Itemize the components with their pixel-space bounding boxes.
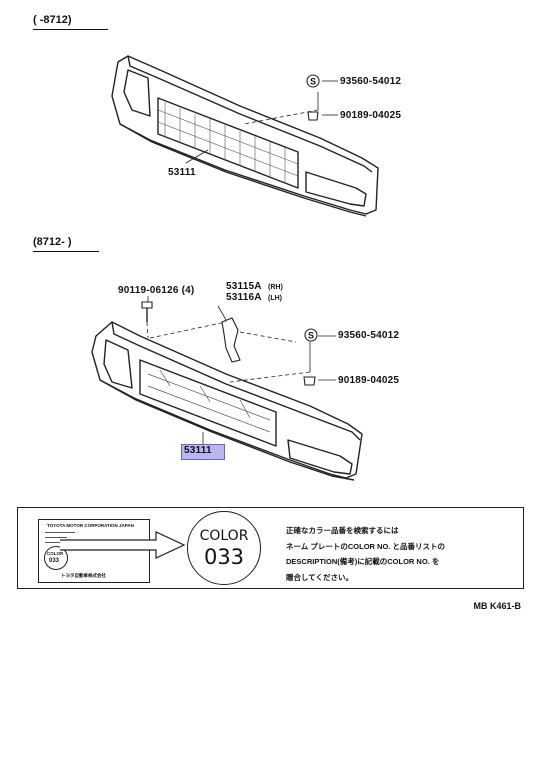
part-label-grille-late[interactable]: 53111: [184, 445, 212, 456]
part-label-clip-early: 93560-54012: [340, 76, 402, 87]
plate-color-circle: [44, 546, 68, 570]
part-label-nut-early: 90189-04025: [340, 110, 402, 121]
clip-symbol-late: S: [308, 331, 314, 341]
clip-symbol: S: [310, 77, 316, 87]
plate-header: TOYOTA MOTOR CORPORATION JAPAN: [47, 523, 134, 528]
section-underline-early: [33, 29, 108, 30]
note-line-2: ネーム プレートのCOLOR NO. と品番リストの: [286, 541, 445, 551]
part-label-grille-early: 53111: [168, 167, 196, 178]
grille-illustration-late: S: [91, 296, 363, 481]
color-note-box: [17, 507, 524, 589]
note-line-3: DESCRIPTION(備考)に記載のCOLOR NO. を: [286, 557, 440, 566]
part-label-screw: 90119-06126 (4): [118, 285, 195, 296]
arrow-icon: [60, 531, 186, 559]
part-label-grille-highlight[interactable]: [181, 444, 225, 460]
part-label-bracket-lh-side: (LH): [268, 295, 282, 302]
grille-illustration-early: S: [111, 55, 379, 217]
part-label-bracket-lh: 53116A: [226, 292, 262, 303]
nut-icon-late: [303, 376, 316, 386]
section-underline-late: [33, 251, 99, 252]
plate-lines: [45, 532, 75, 533]
part-label-bracket-rh-side: (RH): [268, 284, 283, 291]
plate-color-label: COLOR: [47, 551, 64, 556]
plate-footer: トヨタ自動車株式会社: [61, 573, 106, 578]
section-header-early: ( -8712): [33, 14, 72, 26]
part-label-bracket-rh: 53115A: [226, 281, 262, 292]
page-code: MB K461-B: [473, 601, 521, 611]
screw-icon: [141, 301, 153, 322]
note-line-4: 贈合してください。: [286, 572, 354, 582]
note-line-1: 正確なカラー品番を検索するには: [286, 526, 399, 535]
part-label-clip-late: 93560-54012: [338, 330, 400, 341]
part-label-nut-late: 90189-04025: [338, 375, 400, 386]
color-note-text: 正確なカラー品番を検索するには ネーム プレートのCOLOR NO. と品番リス…: [286, 523, 516, 585]
bracket-icon: [221, 317, 241, 363]
nut-icon: [307, 111, 319, 121]
color-word: COLOR: [199, 528, 249, 544]
name-plate: TOYOTA MOTOR CORPORATION JAPAN COLOR 033…: [38, 519, 150, 583]
section-header-late: (8712- ): [33, 236, 72, 248]
plate-color-code: 033: [49, 558, 60, 564]
color-code-circle: COLOR 033: [187, 511, 261, 585]
color-code: 033: [203, 545, 245, 569]
